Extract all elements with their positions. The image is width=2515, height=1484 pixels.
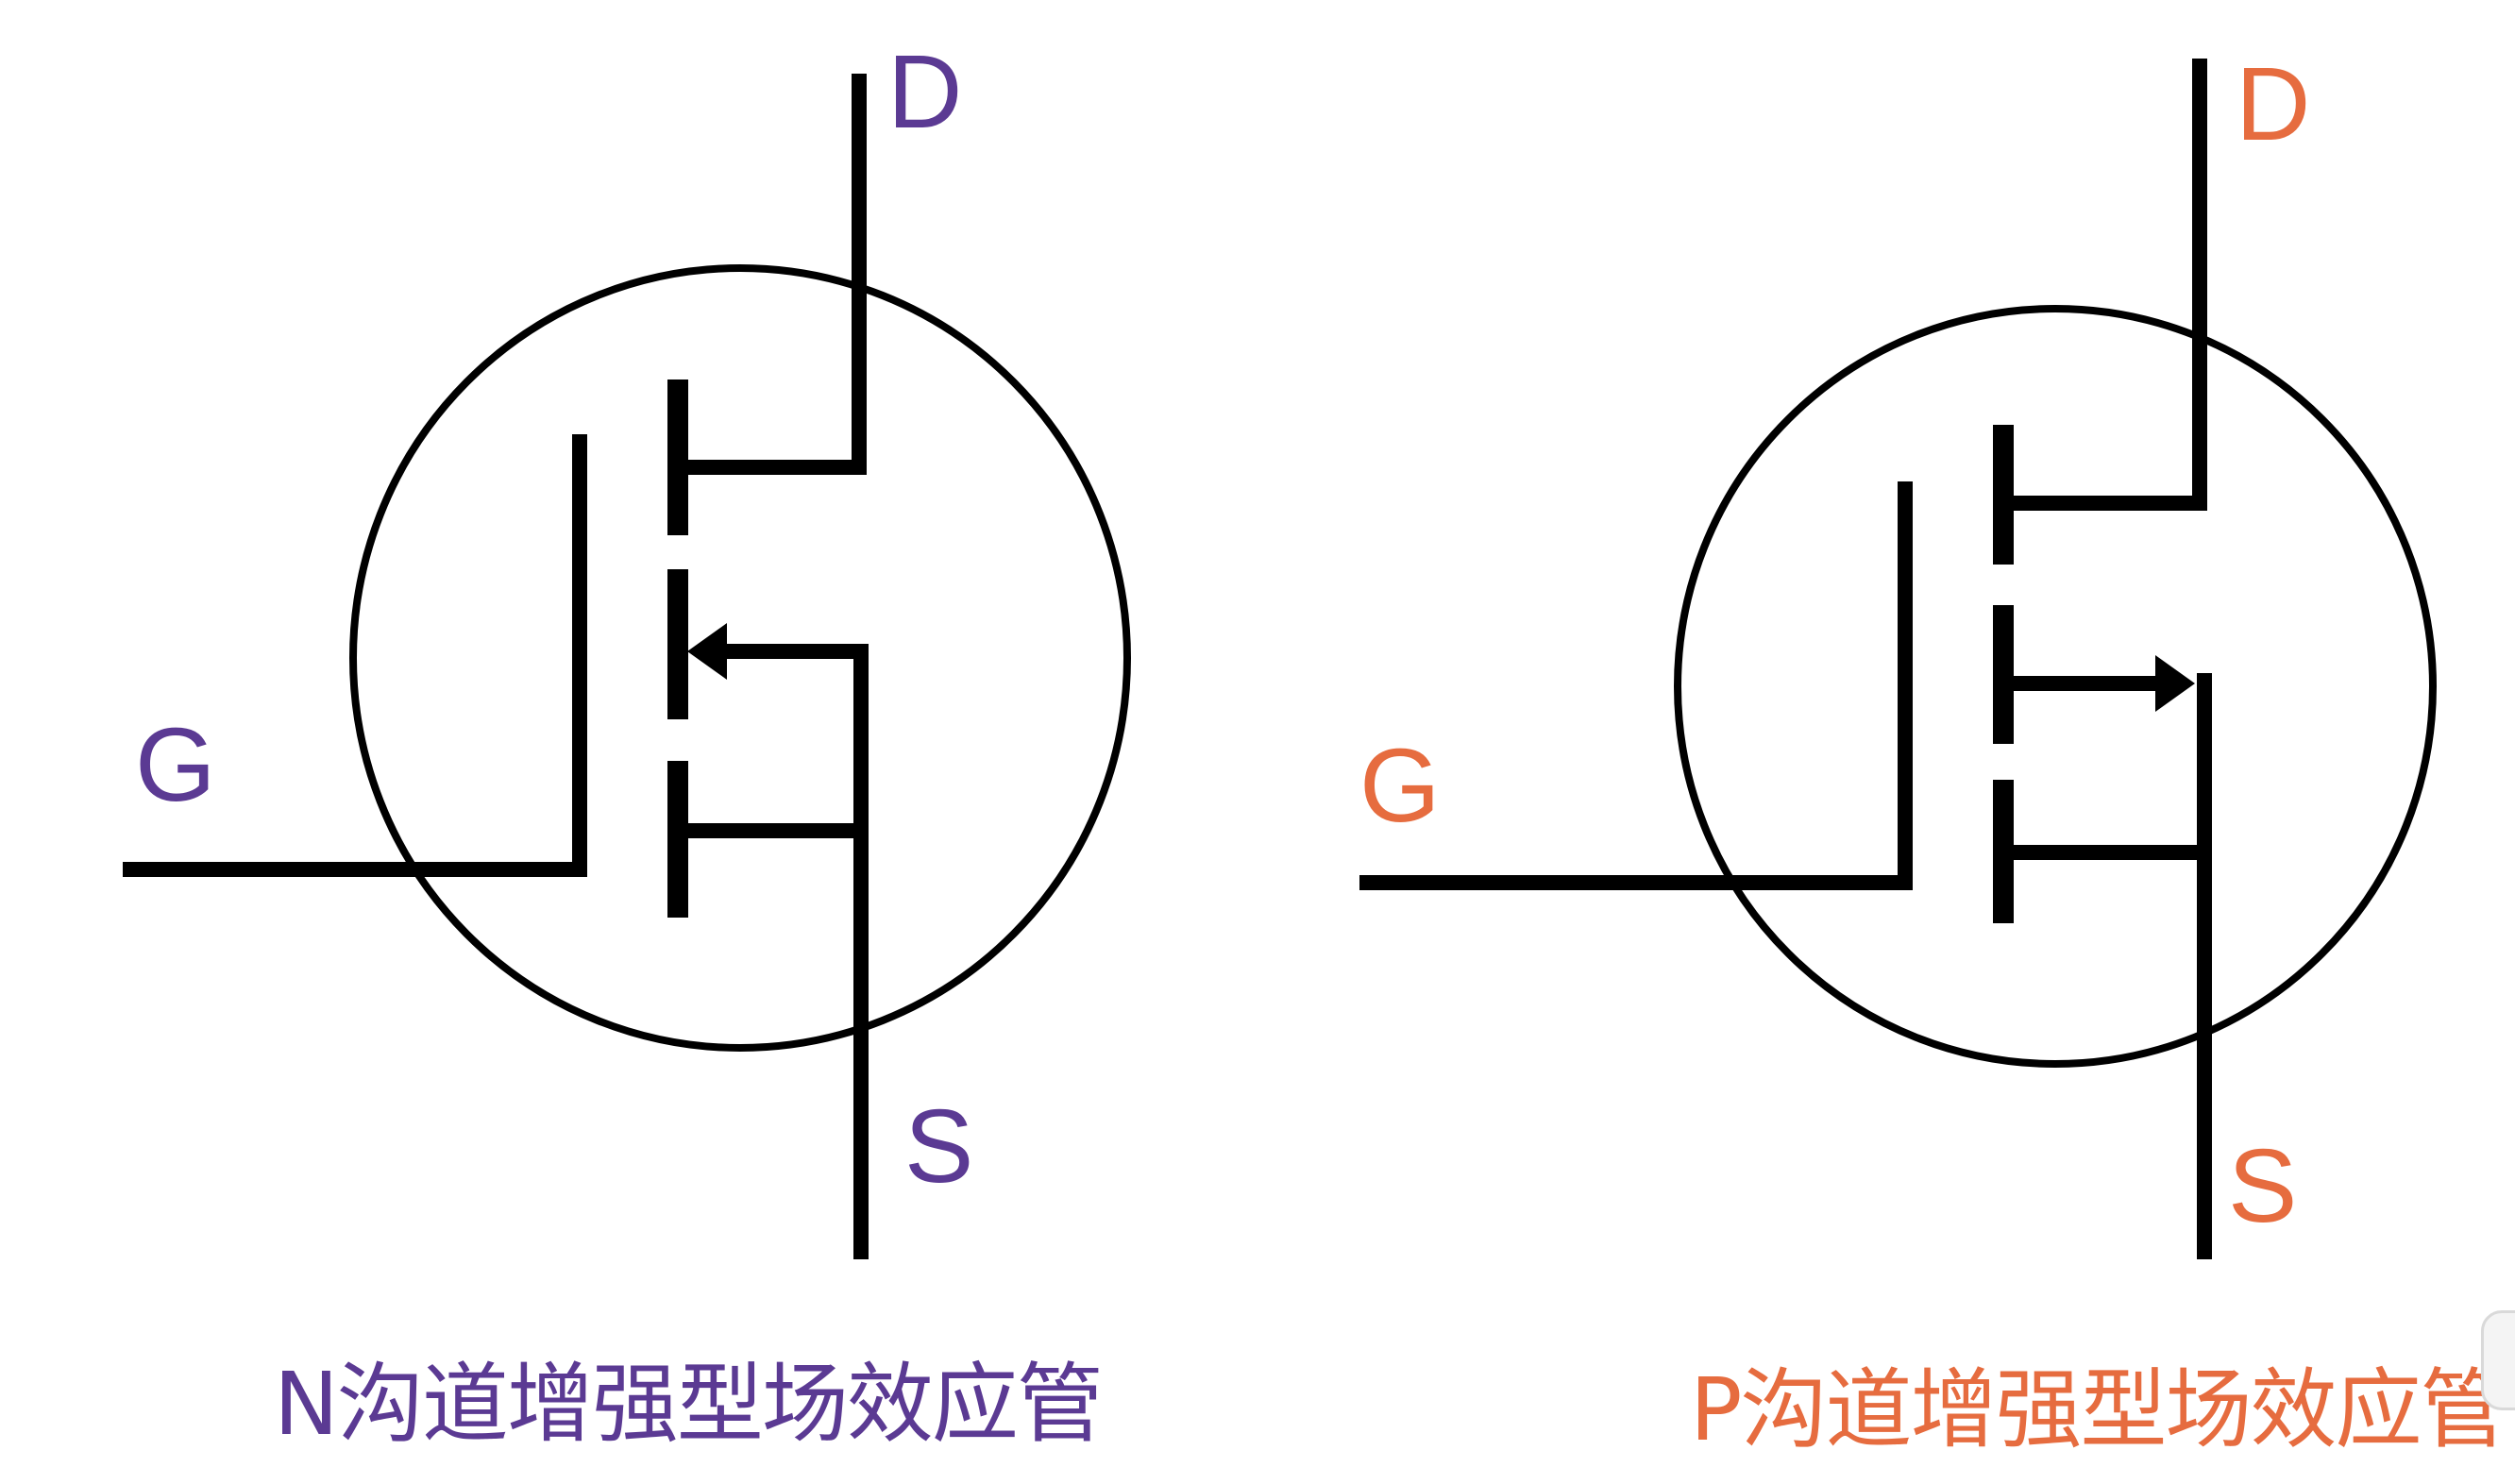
n-drain-label: D <box>887 34 962 150</box>
p-source-label: S <box>2228 1128 2297 1244</box>
n-gate-lead <box>123 434 587 877</box>
p-drain-lead <box>2003 59 2207 511</box>
n-channel-caption: N沟道增强型场效应管 <box>274 1354 1104 1455</box>
n-body-lead <box>710 644 869 1259</box>
p-channel-caption: P沟道增强型场效应管 <box>1690 1359 2507 1460</box>
n-mosfet-circle <box>349 264 1131 1052</box>
p-drain-label: D <box>2236 46 2310 162</box>
p-mosfet-symbol <box>1359 59 2437 1259</box>
n-arrow-head <box>687 623 727 680</box>
n-drain-lead <box>678 74 867 475</box>
edge-handle[interactable] <box>2481 1310 2515 1410</box>
p-mosfet-circle <box>1674 305 2437 1068</box>
n-gate-label: G <box>135 707 216 823</box>
p-gate-label: G <box>1359 728 1441 844</box>
n-mosfet-symbol <box>123 74 1131 1259</box>
p-gate-lead <box>1359 481 1913 890</box>
n-source-label: S <box>904 1088 973 1205</box>
p-arrow-head <box>2155 655 2195 712</box>
